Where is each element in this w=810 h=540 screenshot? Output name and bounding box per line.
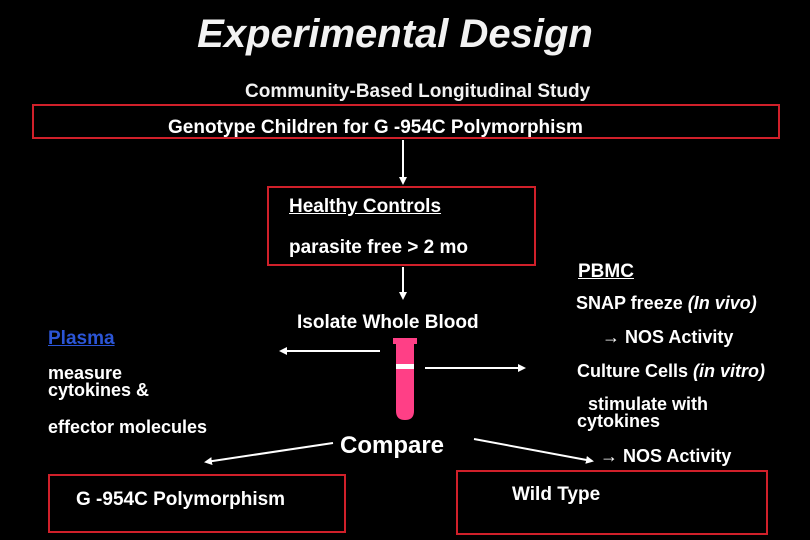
polymorphism-label: G -954C Polymorphism <box>76 489 286 510</box>
snap-label: SNAP freeze <box>576 293 688 313</box>
healthy-controls-criteria: parasite free > 2 mo <box>289 237 469 258</box>
healthy-controls-heading: Healthy Controls <box>289 196 442 217</box>
isolate-label: Isolate Whole Blood <box>297 312 479 333</box>
stimulate-line1: stimulate with <box>588 394 709 414</box>
plasma-heading: Plasma <box>48 328 115 349</box>
study-label: Community-Based Longitudinal Study <box>245 81 591 102</box>
pbmc-heading: PBMC <box>578 261 634 282</box>
plasma-line2: cytokines & <box>48 380 150 400</box>
arrow-compare-to-wild-type <box>473 438 594 464</box>
plasma-line3: effector molecules <box>48 417 208 437</box>
slide-title: Experimental Design <box>197 12 593 56</box>
genotype-box <box>32 104 780 139</box>
compare-label: Compare <box>340 432 445 459</box>
snap-qualifier: (In vivo) <box>687 293 757 313</box>
nos-activity-2: → NOS Activity <box>600 446 732 466</box>
polymorphism-box <box>48 474 346 533</box>
wild-type-label: Wild Type <box>512 484 601 505</box>
snap-freeze-line: SNAP freeze (In vivo) <box>576 293 757 314</box>
stimulate-line2: cytokines <box>577 411 661 431</box>
nos-activity-1: → NOS Activity <box>602 327 734 347</box>
culture-qualifier: (in vitro) <box>693 361 766 381</box>
genotype-label: Genotype Children for G -954C Polymorphi… <box>168 117 583 138</box>
culture-cells-line: Culture Cells (in vitro) <box>577 361 765 382</box>
wild-type-box <box>456 470 768 535</box>
blood-tube-icon <box>393 338 417 420</box>
plasma-line1: measure <box>48 363 123 383</box>
culture-label: Culture Cells <box>577 361 694 381</box>
healthy-controls-box <box>267 186 536 266</box>
arrow-compare-to-polymorphism <box>204 442 334 466</box>
